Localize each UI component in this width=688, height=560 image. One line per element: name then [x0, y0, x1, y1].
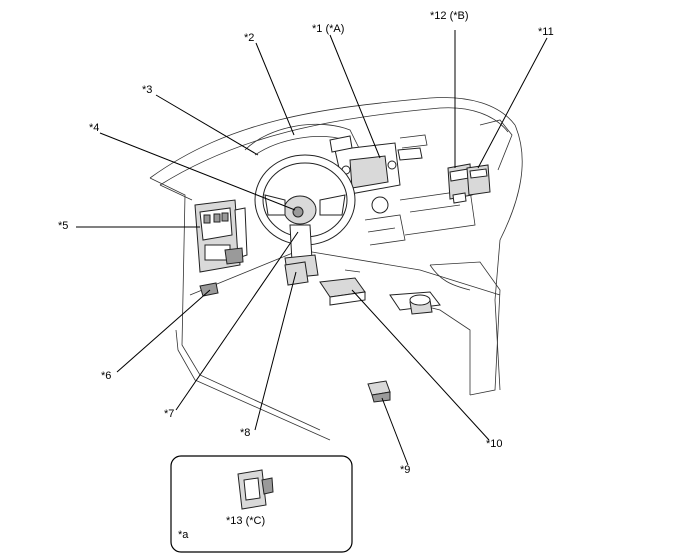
callout-12: *12 (*B) [430, 10, 469, 22]
part-10-module [319, 269, 366, 306]
callout-8: *8 [240, 427, 250, 439]
callout-5: *5 [58, 220, 68, 232]
callout-7: *7 [164, 408, 174, 420]
callout-1: *1 (*A) [312, 23, 344, 35]
callout-11: *11 [538, 26, 554, 38]
callout-13: *13 (*C) [226, 515, 265, 527]
callout-9: *9 [400, 464, 410, 476]
leader-lines [76, 30, 548, 466]
dashboard-illustration [149, 97, 523, 441]
part-6-connector [199, 282, 219, 297]
part-11-module [466, 164, 491, 196]
left-junction-block [194, 199, 248, 273]
callout-6: *6 [101, 370, 111, 382]
steering-wheel-illustration [254, 154, 356, 279]
part-13-module [237, 469, 274, 510]
part-9-sensor [367, 380, 391, 403]
callout-a: *a [178, 529, 189, 541]
callout-10: *10 [486, 438, 503, 450]
console-shifter [389, 291, 441, 315]
part-12-module [447, 163, 473, 204]
callout-3: *3 [142, 84, 152, 96]
inset-box: *13 (*C) *a [170, 455, 353, 553]
callout-4: *4 [89, 122, 99, 134]
callout-2: *2 [244, 32, 254, 44]
part-8-module [284, 261, 309, 286]
